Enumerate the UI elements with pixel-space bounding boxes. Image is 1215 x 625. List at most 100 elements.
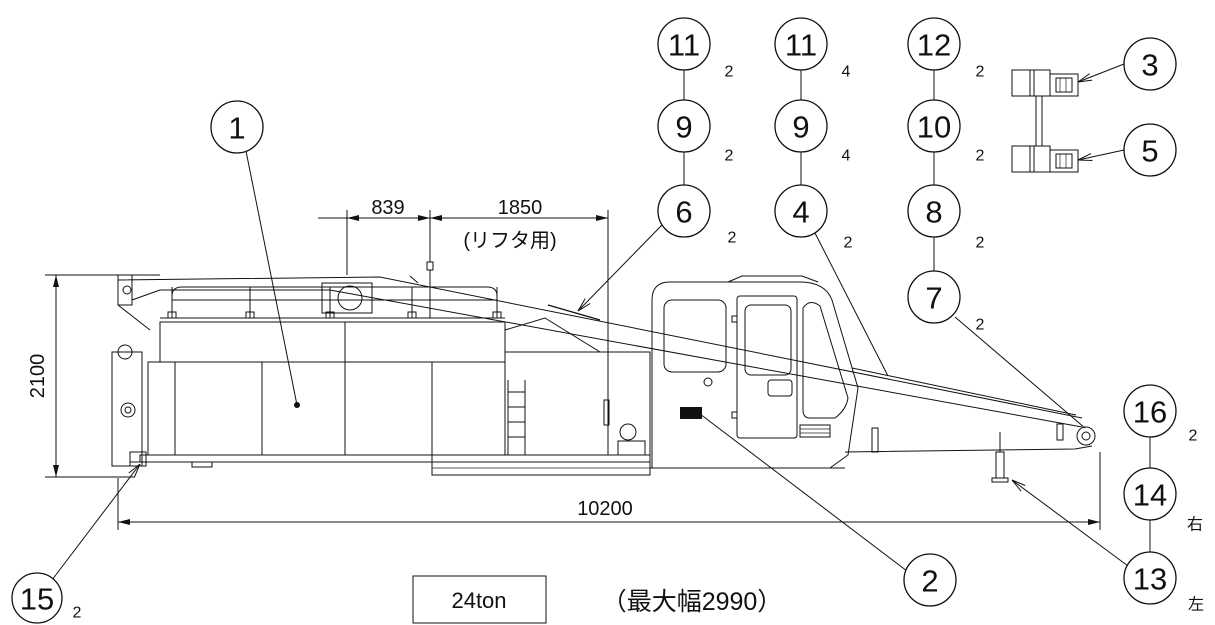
balloon-5: 5: [1123, 123, 1177, 177]
boom-top-line: [117, 276, 1083, 419]
balloon-14: 14 右: [1123, 467, 1203, 534]
detail-connector: [1035, 95, 1043, 147]
dimension-note-lifter: (リフタ用): [463, 229, 556, 252]
detail-lower-block: [1049, 149, 1079, 173]
dimension-label-span-1: 839: [371, 197, 404, 219]
frame-left-post: [111, 351, 143, 467]
cab-outline: [651, 281, 859, 469]
balloon-quantity: 2: [976, 148, 985, 165]
balloon-1: 1: [210, 100, 264, 154]
balloon-number: 14: [1133, 478, 1167, 513]
weight-box-frame: [412, 575, 547, 624]
balloon-circle: [907, 270, 961, 324]
base-foot: [191, 461, 213, 468]
cab-door-hinge: [731, 315, 738, 323]
handrail-top: [171, 286, 498, 305]
cab-door: [736, 295, 798, 439]
leader-4: [814, 232, 889, 377]
balloon-number: 11: [785, 28, 817, 63]
balloon-quantity: 4: [842, 148, 851, 165]
balloon-11-qty-4: 11 4: [774, 17, 851, 81]
balloon-number: 8: [925, 195, 942, 230]
leader-5: [1078, 149, 1125, 160]
balloon-quantity: 2: [728, 230, 737, 247]
balloon-6: 6 2: [657, 184, 737, 247]
part-balloons: 1 11 2 9 2 6 2 11 4 9 4 4: [11, 17, 1204, 624]
detail-lower-inner: [1055, 153, 1073, 169]
detail-upper-frame: [1011, 69, 1051, 97]
balloon-12: 12 2: [907, 17, 985, 81]
balloon-circle: [657, 99, 711, 153]
left-frame: [111, 274, 161, 467]
cab-lamp: [703, 377, 713, 387]
weight-box: 24ton: [412, 575, 547, 624]
lifter-sheave: [337, 285, 363, 311]
lift-cylinder: [547, 304, 601, 321]
balloon-number: 16: [1133, 395, 1167, 430]
balloon-quantity: 2: [976, 317, 985, 334]
balloon-circle: [774, 184, 828, 238]
balloon-9-qty-4: 9 4: [774, 99, 851, 165]
front-boom-section: [844, 367, 1096, 453]
balloon-number: 12: [917, 28, 951, 63]
dimension-overall-length: 10200: [117, 452, 1101, 530]
leader-15: [51, 464, 140, 581]
balloon-circle: [1123, 37, 1177, 91]
dimension-overall-height: 2100: [27, 274, 135, 478]
leader-2: [699, 413, 908, 572]
operator-cab: [650, 275, 859, 469]
jack-foot: [991, 477, 1009, 483]
balloon-number: 3: [1141, 48, 1158, 83]
frame-hook-upper: [117, 344, 133, 360]
dimension-upper-spans: 839 1850 (リフタ用): [318, 197, 609, 455]
balloon-number: 11: [668, 28, 700, 63]
boom-tip-sheave: [1076, 426, 1096, 446]
balloon-7: 7 2: [907, 270, 985, 334]
balloon-circle: [1123, 551, 1177, 605]
balloon-4: 4 2: [774, 184, 853, 252]
max-width-note: （最大幅2990）: [602, 588, 783, 616]
detail-lower-bar: [1029, 145, 1035, 173]
balloon-13: 13 左: [1123, 551, 1204, 614]
dimension-label-height: 2100: [27, 354, 49, 399]
balloon-9-qty-2: 9 2: [657, 99, 734, 165]
balloon-8: 8 2: [907, 184, 985, 252]
cab-left-window: [663, 299, 727, 373]
base-plate: [139, 454, 433, 463]
balloon-number: 9: [792, 110, 809, 145]
detail-upper-inner: [1055, 77, 1073, 93]
balloon-side-right: 右: [1187, 516, 1203, 534]
balloon-quantity: 2: [976, 64, 985, 81]
frame-pin: [122, 285, 132, 295]
frame-top-bracket: [117, 274, 133, 306]
balloon-quantity: 2: [976, 235, 985, 252]
balloon-quantity: 2: [725, 64, 734, 81]
middle-bracket: [617, 440, 646, 456]
dimension-label-length: 10200: [577, 498, 633, 520]
cab-door-handle: [767, 379, 793, 397]
cab-door-hinge: [731, 411, 738, 419]
frame-brace: [117, 304, 151, 331]
balloon-number: 10: [917, 110, 951, 145]
middle-section: [504, 304, 651, 456]
gantry-frame: [504, 317, 602, 353]
lifter-post-cap: [426, 261, 434, 271]
lifter-bar: [603, 399, 610, 426]
balloon-3: 3: [1123, 37, 1177, 91]
balloon-number: 13: [1133, 562, 1167, 597]
leader-lines: [51, 63, 1151, 581]
frame-brace-upper: [131, 289, 161, 301]
balloon-circle: [774, 17, 828, 71]
track-shoe: [431, 454, 651, 476]
balloon-circle: [1123, 384, 1177, 438]
balloon-circle: [11, 572, 63, 624]
balloon-number: 2: [921, 564, 938, 599]
leader-7: [954, 316, 1086, 429]
cab-roof: [727, 275, 819, 283]
cab-door-window: [744, 304, 792, 376]
lifter-link: [409, 275, 419, 284]
base-frame: [130, 454, 651, 476]
frame-hook-lower: [120, 402, 136, 418]
balloon-circle: [907, 17, 961, 71]
cab-plate: [680, 407, 702, 419]
